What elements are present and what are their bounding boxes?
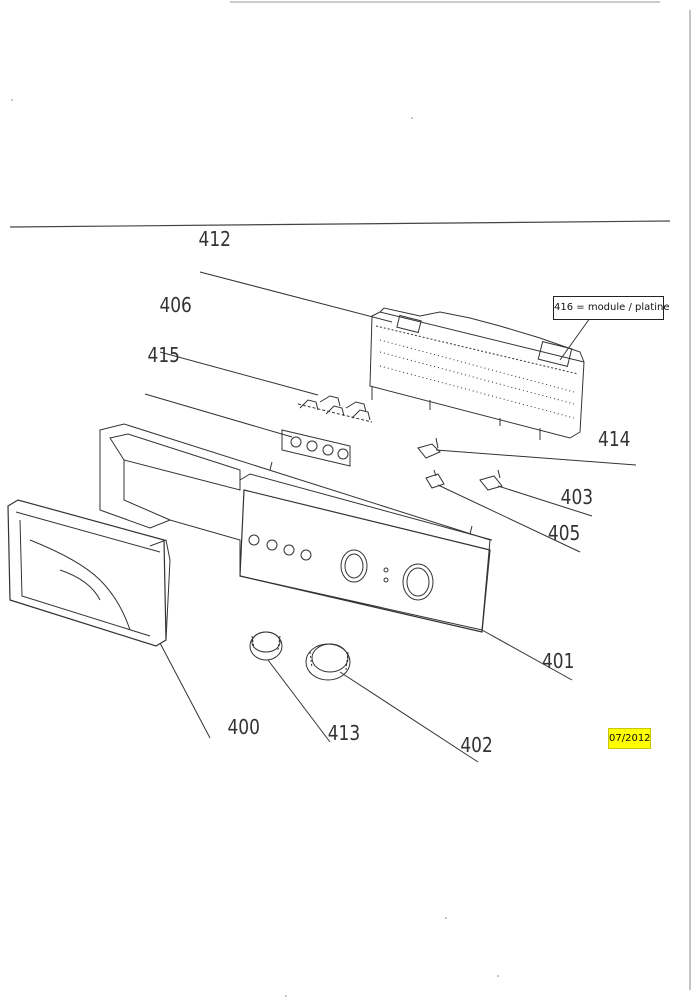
part-label-412: 412 — [199, 229, 231, 252]
switch-414 — [417, 437, 441, 459]
leader-401 — [481, 629, 573, 681]
leader-415 — [144, 393, 293, 438]
leader-405 — [437, 484, 581, 553]
part-label-406: 406 — [159, 295, 191, 318]
switch-405 — [425, 469, 445, 489]
module-note-box: 416 = module / platine — [553, 296, 669, 320]
control-panel-frame — [99, 423, 493, 633]
knob-413 — [249, 631, 283, 661]
knob-402 — [305, 643, 351, 681]
leader-416 — [559, 317, 591, 361]
leader-403 — [497, 485, 593, 517]
leader-413 — [267, 659, 331, 743]
part-label-414: 414 — [598, 429, 630, 452]
button-led-block — [281, 429, 351, 467]
switch-403 — [479, 469, 503, 491]
part-label-405: 405 — [548, 523, 580, 546]
part-label-403: 403 — [561, 487, 593, 510]
electronic-module-pcb — [369, 307, 585, 440]
part-label-415: 415 — [148, 345, 180, 368]
leader-412 — [199, 271, 393, 323]
leader-400 — [159, 642, 211, 739]
scan-specks — [11, 99, 499, 997]
date-stamp: 07/2012 — [608, 728, 651, 749]
spring-clips — [297, 395, 373, 423]
leader-402 — [339, 671, 479, 763]
leader-414 — [435, 449, 637, 466]
detergent-drawer — [7, 499, 171, 647]
part-label-401: 401 — [542, 651, 574, 674]
part-label-402: 402 — [460, 735, 492, 758]
leader-406 — [159, 351, 319, 396]
part-label-413: 413 — [328, 723, 360, 746]
part-label-400: 400 — [227, 717, 259, 740]
section-divider — [9, 220, 671, 228]
